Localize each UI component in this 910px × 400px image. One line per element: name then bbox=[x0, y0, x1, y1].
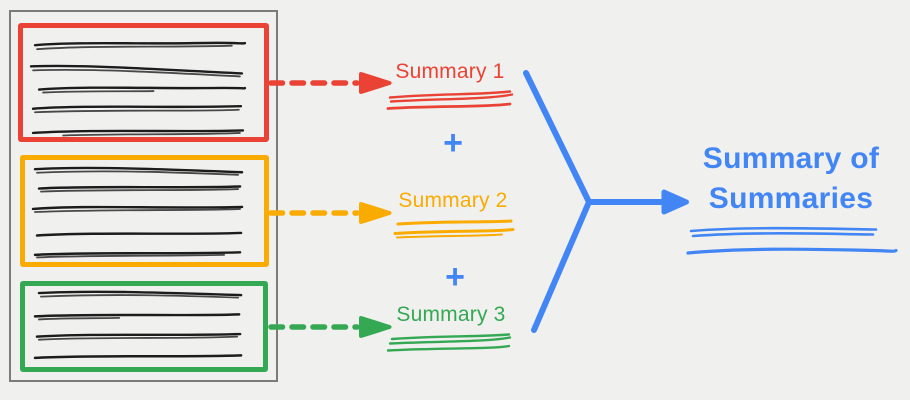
document-box bbox=[9, 10, 278, 382]
document-section-1 bbox=[18, 23, 269, 142]
text-scribble-lines bbox=[33, 290, 243, 360]
plus-operator-1: + bbox=[443, 124, 463, 162]
plus-operator-2: + bbox=[445, 258, 465, 296]
orange-dashed-arrow-icon bbox=[268, 202, 392, 224]
text-scribble-lines bbox=[31, 166, 244, 259]
summary-2-label: Summary 2 bbox=[398, 189, 508, 212]
summary-2-underline-icon bbox=[393, 219, 515, 239]
result-underline-icon bbox=[686, 226, 898, 255]
document-section-3 bbox=[20, 281, 268, 372]
document-section-2 bbox=[20, 155, 269, 267]
summary-1-label: Summary 1 bbox=[395, 60, 505, 83]
text-scribble-lines bbox=[29, 41, 247, 137]
merge-arrow-icon bbox=[523, 70, 689, 333]
summary-1-underline-icon bbox=[386, 90, 514, 110]
green-dashed-arrow-icon bbox=[268, 316, 392, 338]
summary-3-underline-icon bbox=[386, 333, 512, 352]
red-dashed-arrow-icon bbox=[268, 72, 392, 94]
summary-of-summaries-title: Summary of Summaries bbox=[702, 142, 880, 215]
summary-3-label: Summary 3 bbox=[396, 303, 506, 326]
